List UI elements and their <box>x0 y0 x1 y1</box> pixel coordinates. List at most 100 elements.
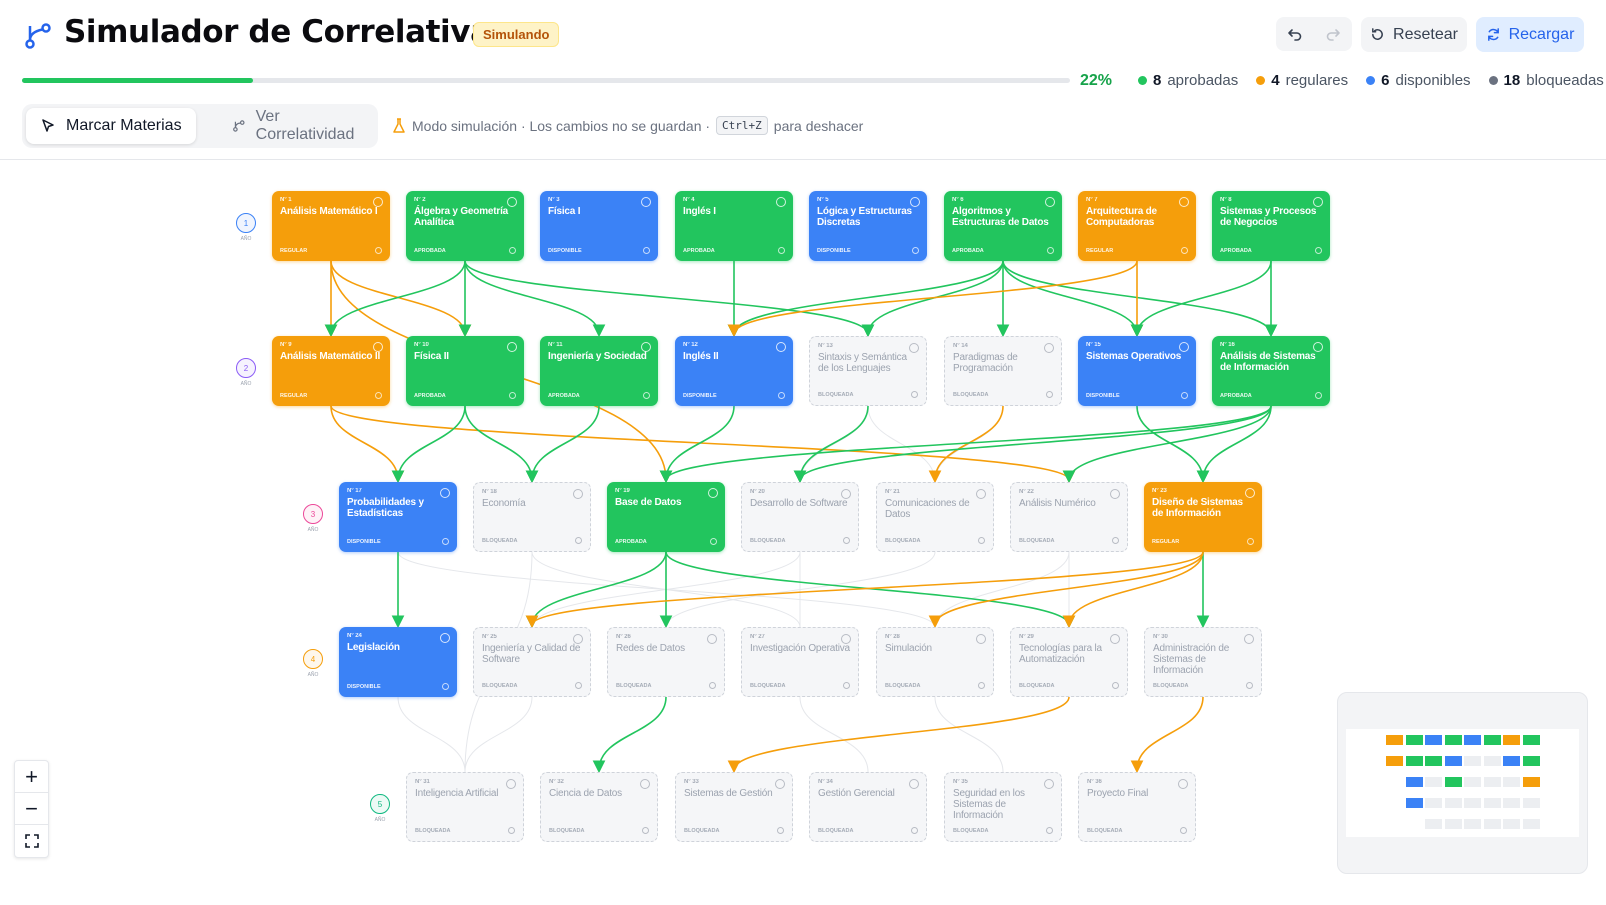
subject-status: DISPONIBLE <box>347 539 381 545</box>
subject-number: Nº 21 <box>885 489 900 495</box>
minimap-node <box>1483 777 1501 787</box>
fit-view-button[interactable] <box>15 825 48 857</box>
redo-button[interactable] <box>1314 17 1352 51</box>
lock-icon <box>1044 779 1054 789</box>
subject-number: Nº 31 <box>415 779 430 785</box>
info-icon <box>643 247 650 254</box>
subject-name: Álgebra y Geometría Analítica <box>414 206 509 228</box>
subject-status: DISPONIBLE <box>817 248 851 254</box>
subject-number: Nº 33 <box>684 779 699 785</box>
edge-10-18 <box>464 405 539 484</box>
subject-name: Legislación <box>347 642 400 653</box>
subject-name: Física II <box>414 351 449 362</box>
edge-23-28 <box>928 551 1204 629</box>
subject-number: Nº 3 <box>548 197 560 203</box>
stat-label: aprobadas <box>1167 72 1239 89</box>
zoom-out-icon: − <box>25 795 38 821</box>
edge-faint <box>665 551 936 628</box>
fit-view-icon <box>24 834 39 848</box>
stat-dot <box>1256 76 1266 85</box>
subject-number: Nº 18 <box>482 489 497 495</box>
lock-icon <box>841 489 851 499</box>
subject-name: Investigación Operativa <box>750 643 850 654</box>
reload-button[interactable]: Recargar <box>1476 17 1584 52</box>
info-icon <box>843 537 850 544</box>
edge-30-36 <box>1130 696 1204 774</box>
mode-mark-button[interactable]: Marcar Materias <box>26 108 196 144</box>
info-icon <box>911 391 918 398</box>
minimap[interactable] <box>1337 692 1588 874</box>
subject-name: Análisis Matemático I <box>280 206 378 217</box>
year-text: AÑO <box>374 817 386 823</box>
subject-name: Ciencia de Datos <box>549 788 622 799</box>
subject-name: Sistemas y Procesos de Negocios <box>1220 206 1317 228</box>
subject-number: Nº 6 <box>952 197 964 203</box>
mode-view-button[interactable]: Ver Correlatividad <box>218 108 378 144</box>
subject-number: Nº 15 <box>1086 342 1101 348</box>
minimap-node <box>1483 798 1501 808</box>
info-icon <box>1047 247 1054 254</box>
minimap-node <box>1464 756 1481 766</box>
edge-2-9 <box>324 260 466 338</box>
zoom-out-button[interactable]: − <box>15 793 48 825</box>
minimap-node <box>1386 756 1403 766</box>
subject-status: APROBADA <box>952 248 984 254</box>
reset-icon <box>1372 28 1383 40</box>
year-number: 1 <box>236 213 256 233</box>
reset-button[interactable]: Resetear <box>1361 17 1467 52</box>
info-icon <box>1315 247 1322 254</box>
check-icon <box>641 342 651 352</box>
subject-status: APROBADA <box>414 248 446 254</box>
lock-icon <box>909 779 919 789</box>
minimap-node <box>1522 735 1540 745</box>
subject-name: Redes de Datos <box>616 643 685 654</box>
info-icon <box>710 538 717 545</box>
minimap-node <box>1425 777 1442 787</box>
subject-name: Paradigmas de Programación <box>953 352 1018 374</box>
subject-number: Nº 29 <box>1019 634 1034 640</box>
undo-button[interactable] <box>1276 17 1314 51</box>
shortcut-key: Ctrl+Z <box>716 116 768 135</box>
zoom-in-button[interactable]: + <box>15 761 48 793</box>
subject-status: BLOQUEADA <box>818 392 854 398</box>
minimap-node <box>1425 798 1442 808</box>
edge-faint <box>464 696 533 773</box>
